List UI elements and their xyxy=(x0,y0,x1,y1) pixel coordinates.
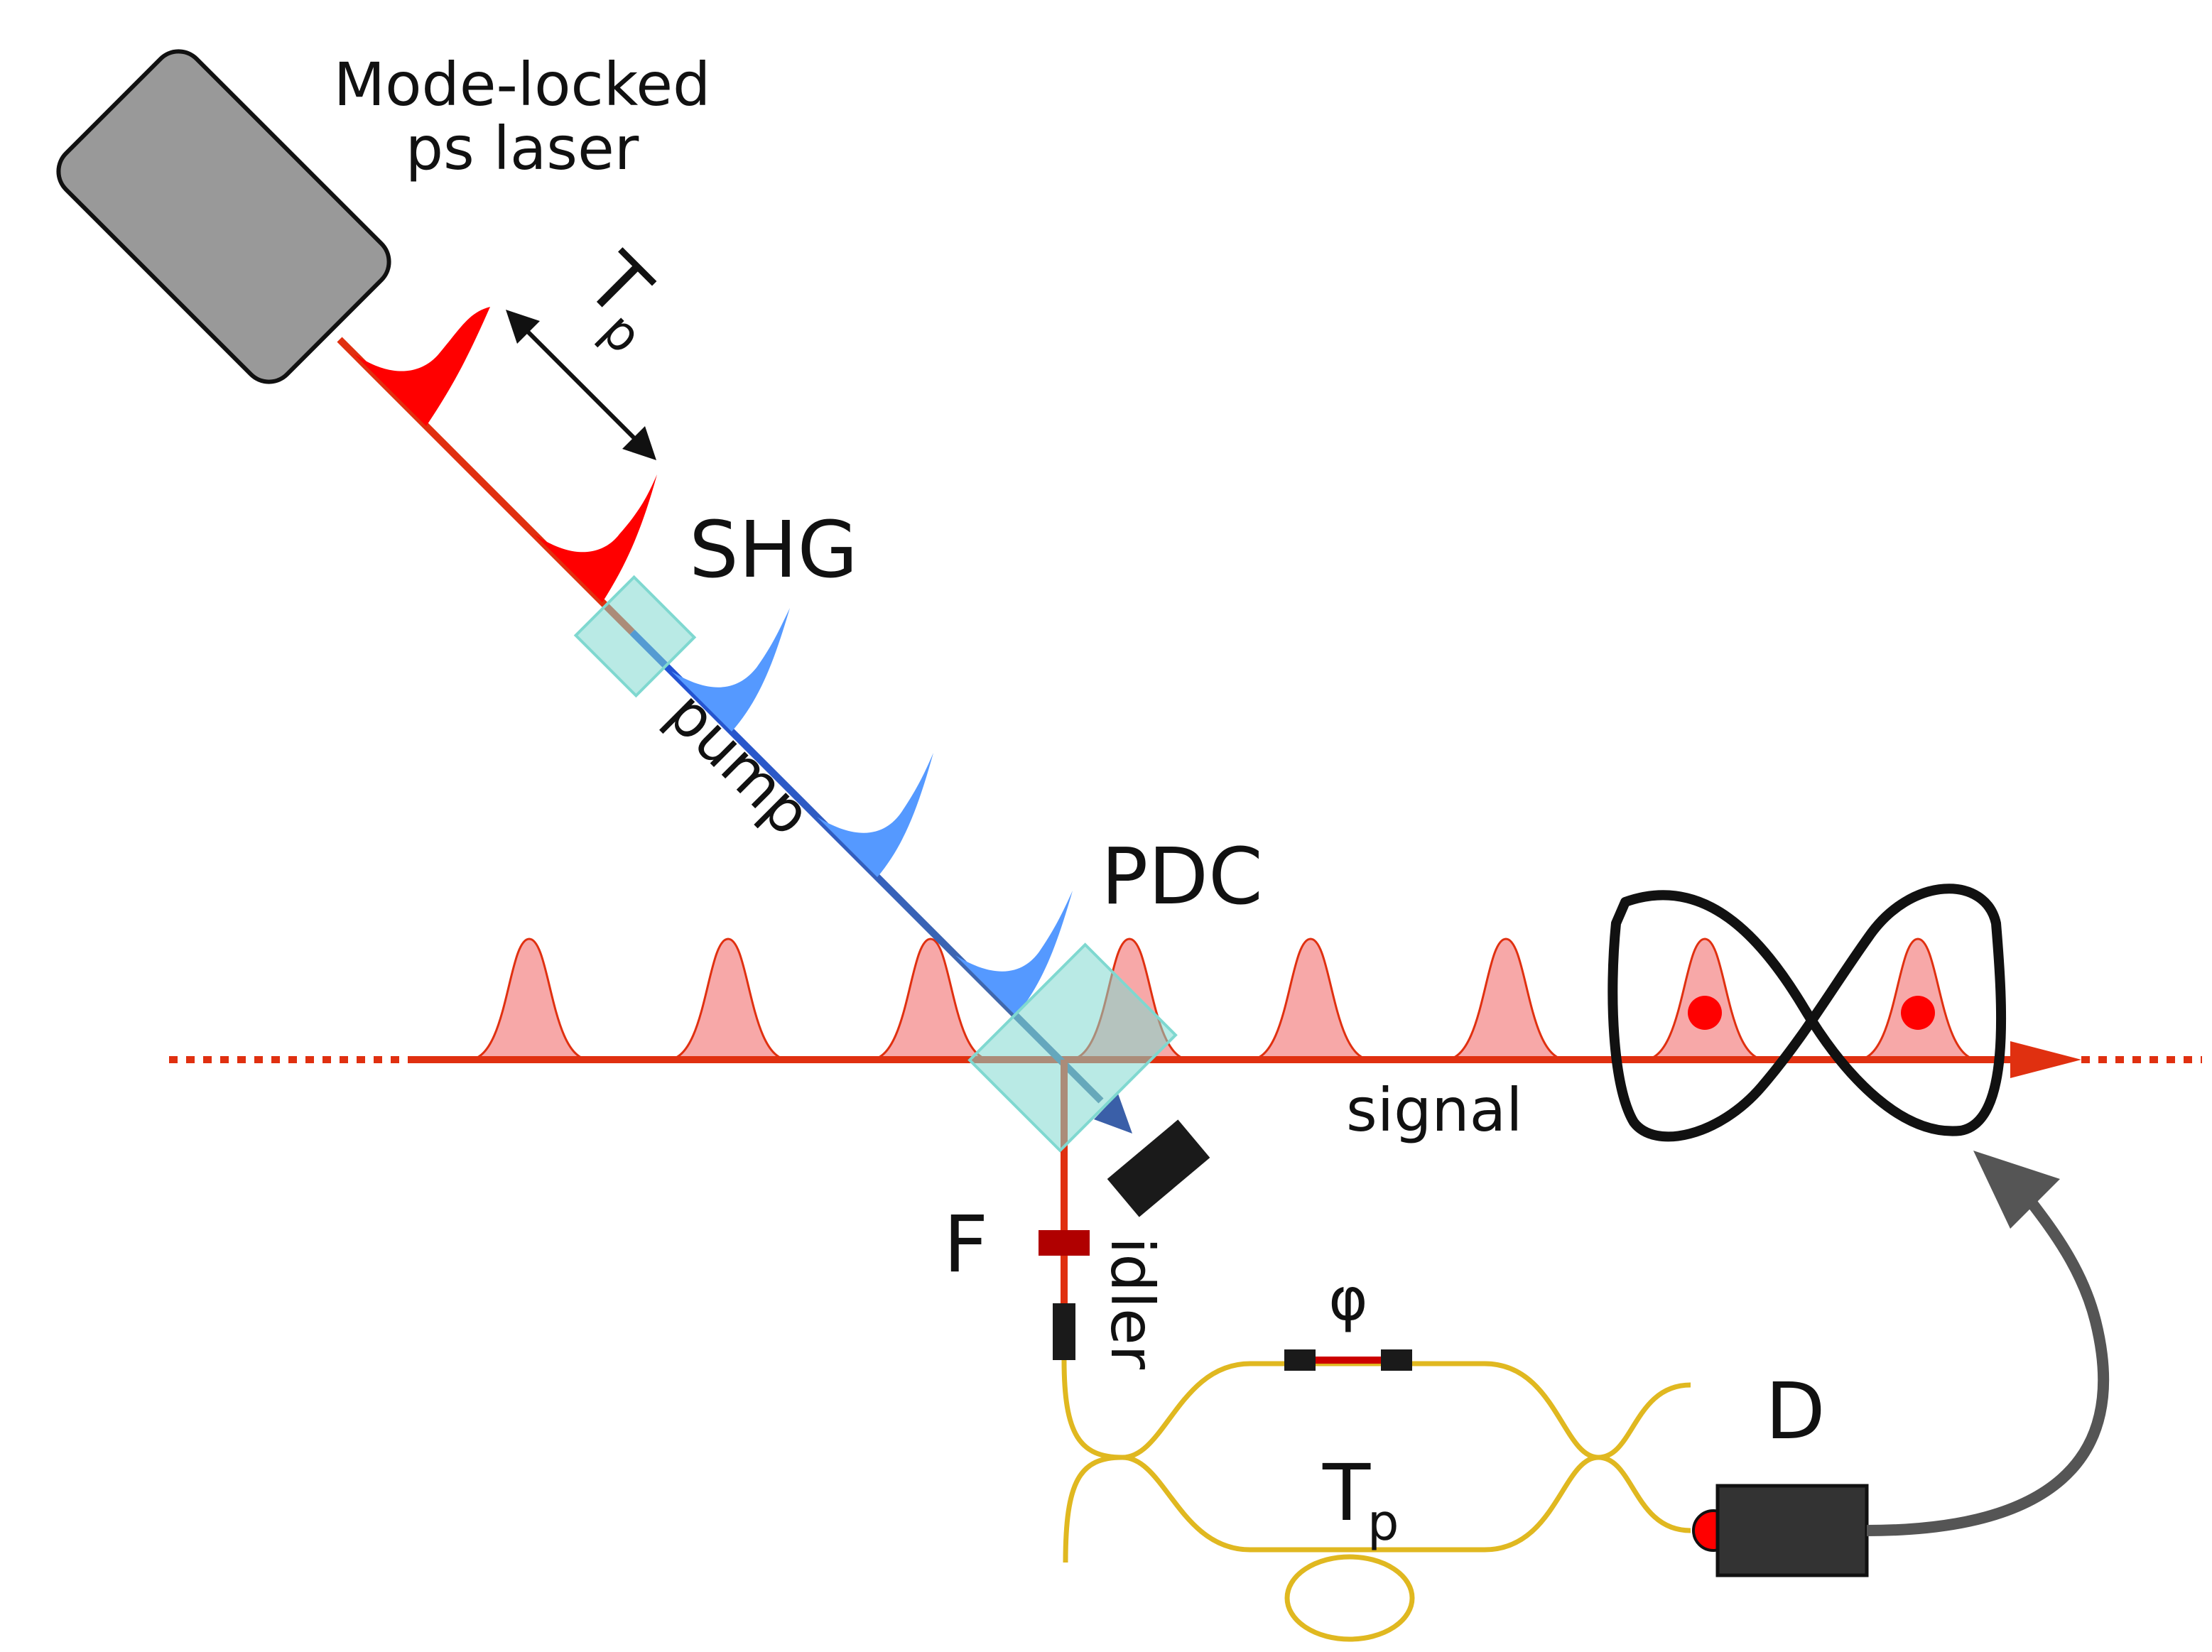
phase-block-left xyxy=(1284,1349,1316,1371)
feedback-arrowhead xyxy=(1973,1151,2060,1229)
red-pulse-2 xyxy=(534,474,657,602)
signal-pulse xyxy=(468,938,590,1061)
blue-pulse-2 xyxy=(817,753,933,877)
pump-arrowhead xyxy=(1094,1094,1132,1134)
phase-label: φ xyxy=(1328,1264,1367,1334)
figure-eight-cavity xyxy=(1608,884,2007,1142)
shg-label: SHG xyxy=(689,504,858,595)
tp-bottom-sub: p xyxy=(1367,1494,1399,1552)
pdc-label: PDC xyxy=(1101,831,1263,922)
phase-block-right xyxy=(1381,1349,1412,1371)
signal-arrowhead xyxy=(2010,1041,2081,1078)
tp-arrowhead-start xyxy=(506,310,540,344)
filter-icon xyxy=(1039,1230,1090,1256)
detector-icon xyxy=(1715,1484,1869,1577)
detector-label: D xyxy=(1765,1366,1826,1457)
signal-label: signal xyxy=(1346,1075,1522,1145)
filter-label: F xyxy=(943,1199,988,1290)
photon-dot xyxy=(1688,996,1722,1030)
signal-pulse xyxy=(869,938,992,1061)
signal-pulse xyxy=(1445,938,1567,1061)
signal-pulse xyxy=(1249,938,1372,1061)
tp-arrowhead-end xyxy=(622,426,656,460)
laser-label-line2: ps laser xyxy=(406,114,639,183)
fiber-coupler-icon xyxy=(1053,1303,1075,1360)
fiber-delay-loop xyxy=(1284,1554,1415,1642)
mode-locked-laser-icon xyxy=(56,49,391,384)
beam-dump xyxy=(1107,1119,1210,1217)
shg-crystal xyxy=(573,575,697,698)
laser-label-line1: Mode-locked xyxy=(334,50,711,119)
signal-pulse xyxy=(667,938,789,1061)
feedback-arrow xyxy=(1866,1190,2110,1536)
pdc-crystal xyxy=(967,942,1178,1153)
tp-bottom-main: T xyxy=(1322,1447,1371,1538)
blue-pulse-1 xyxy=(671,608,790,732)
tp-bottom-label: T p xyxy=(1322,1447,1399,1552)
tp-top-arrow xyxy=(515,319,647,451)
red-pulse-1 xyxy=(354,307,490,426)
signal-pulses xyxy=(468,938,1979,1061)
blue-pulse-3 xyxy=(955,891,1073,1016)
idler-label: idler xyxy=(1097,1237,1167,1370)
tp-top-label: T p xyxy=(569,236,668,364)
photon-dot xyxy=(1901,996,1935,1030)
